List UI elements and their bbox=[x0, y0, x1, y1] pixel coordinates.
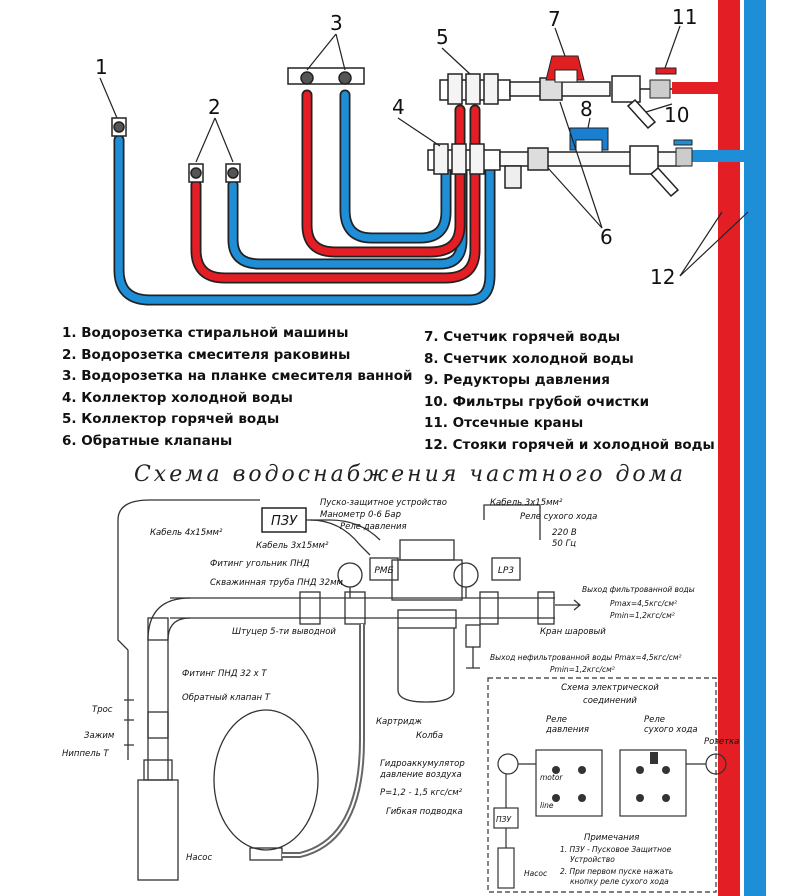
callout-6: 6 bbox=[600, 225, 613, 249]
vyhod-nefiltr-label: Выход нефильтрованной воды Рmax=4,5кгс/с… bbox=[490, 653, 682, 662]
callout-2: 2 bbox=[208, 95, 221, 119]
cable-top-label: Кабель 3x15мм² bbox=[490, 498, 563, 508]
legend-item-7: 7. Счетчик горячей воды bbox=[424, 329, 621, 345]
elec-rele-davl-2: давления bbox=[545, 725, 589, 735]
legend-item-4: 4. Коллектор холодной воды bbox=[62, 389, 293, 406]
callout-1: 1 bbox=[95, 55, 108, 79]
cold-shutoff-valve bbox=[673, 139, 693, 167]
legend-item-9: 9. Редукторы давления bbox=[424, 372, 610, 389]
coarse-filter bbox=[626, 98, 680, 198]
elec-rozetka: Розетка bbox=[704, 737, 739, 747]
elec-note-2: 2. При первом пуске нажать bbox=[560, 867, 673, 876]
elec-pzu: ПЗУ bbox=[496, 815, 511, 824]
callout-12: 12 bbox=[650, 265, 675, 289]
elec-title-1: Схема электрической bbox=[561, 683, 659, 693]
tros-label: Трос bbox=[92, 705, 113, 715]
kran-label: Кран шаровый bbox=[540, 627, 606, 637]
cold-feed-pipe bbox=[690, 150, 746, 162]
callout-8: 8 bbox=[580, 97, 593, 121]
legend-item-10: 10. Фильтры грубой очистки bbox=[424, 393, 650, 410]
legend-item-3: 3. Водорозетка на планке смесителя ванно… bbox=[62, 368, 413, 385]
outlet-hoses bbox=[113, 89, 496, 306]
manometer-label: Манометр 0-6 Бар bbox=[320, 510, 401, 520]
callout-4: 4 bbox=[392, 95, 405, 119]
elec-nasos: Насос bbox=[524, 869, 548, 878]
nasos-label: Насос bbox=[186, 853, 212, 863]
cold-meter bbox=[569, 127, 609, 153]
rele-sukh-label: Реле сухого хода bbox=[520, 512, 597, 522]
electric-scheme: Схема электрической соединений Реле давл… bbox=[487, 677, 739, 893]
zazhim-label: Зажим bbox=[84, 731, 115, 741]
rmb-label: РМБ bbox=[374, 566, 393, 576]
fiting-pnd-label: Фитинг ПНД 32 x Т bbox=[182, 669, 267, 679]
diagram-title: Схема водоснабжения частного дома bbox=[133, 462, 687, 487]
elec-rele-sukh-2: сухого хода bbox=[644, 725, 698, 735]
elec-notes-title: Примечания bbox=[584, 833, 639, 843]
hot-shutoff-valve bbox=[649, 67, 677, 99]
pzu-box: ПЗУ bbox=[261, 507, 307, 533]
p12-label: Р=1,2 - 1,5 кгс/см² bbox=[380, 788, 463, 798]
elec-note-1: 1. ПЗУ - Пусковое Защитное bbox=[560, 845, 672, 854]
davlenie-label: давление воздуха bbox=[379, 770, 462, 780]
hz50-label: 50 Гц bbox=[552, 539, 576, 549]
vyhod-filtr-label: Выход фильтрованной воды bbox=[582, 585, 695, 594]
hot-riser bbox=[718, 0, 740, 896]
legend-item-8: 8. Счетчик холодной воды bbox=[424, 350, 634, 367]
pusk-label: Пуско-защитное устройство bbox=[320, 498, 447, 508]
callout-3: 3 bbox=[330, 11, 343, 35]
pmax1-label: Рmax=4,5кгс/см² bbox=[610, 599, 677, 608]
callout-numbers: 1 2 3 4 5 6 7 8 10 11 12 bbox=[95, 5, 697, 289]
skvazh-label: Скважинная труба ПНД 32мм bbox=[210, 578, 343, 588]
v220-label: 220 В bbox=[552, 528, 577, 538]
nippel-label: Ниппель Т bbox=[62, 749, 109, 759]
callout-5: 5 bbox=[436, 25, 449, 49]
pmin1-label: Рmin=1,2кгс/см² bbox=[610, 611, 675, 620]
kolba-label: Колба bbox=[416, 731, 443, 741]
elec-note-1b: Устройство bbox=[570, 855, 615, 864]
pmin2-label: Рmin=1,2кгс/см² bbox=[550, 665, 615, 674]
gibkaya-label: Гибкая подводка bbox=[386, 807, 463, 817]
elec-line: line bbox=[540, 801, 554, 810]
elec-rele-sukh-1: Реле bbox=[644, 715, 665, 725]
legend-item-11: 11. Отсечные краны bbox=[424, 415, 584, 432]
legend-item-2: 2. Водорозетка смесителя раковины bbox=[62, 346, 351, 363]
well-diagram bbox=[117, 499, 582, 881]
outlet-2-sink bbox=[188, 163, 241, 183]
cable-4x15-label: Кабель 4x15мм² bbox=[150, 528, 223, 538]
outlet-3-bath-plate bbox=[287, 67, 365, 85]
legend-item-6: 6. Обратные клапаны bbox=[62, 432, 233, 449]
legend-item-12: 12. Стояки горячей и холодной воды bbox=[424, 436, 715, 453]
cable-3x15-label: Кабель 3x15мм² bbox=[256, 541, 329, 551]
elec-motor: motor bbox=[540, 773, 563, 782]
callout-10: 10 bbox=[664, 103, 689, 127]
legend-right: 7. Счетчик горячей воды 8. Счетчик холод… bbox=[424, 327, 715, 457]
elec-rele-davl-1: Реле bbox=[546, 715, 567, 725]
elec-note-2b: кнопку реле сухого хода bbox=[570, 877, 669, 886]
elec-title-2: соединений bbox=[583, 696, 637, 706]
hot-feed-pipe bbox=[672, 82, 720, 94]
cold-riser bbox=[744, 0, 766, 896]
callout-leaders bbox=[99, 25, 749, 277]
obratny-label: Обратный клапан Т bbox=[182, 693, 271, 703]
kartridzh-label: Картридж bbox=[376, 717, 422, 727]
bottom-labels: Кабель 4x15мм² Кабель 3x15мм² Пуско-защи… bbox=[62, 498, 695, 863]
lp3-label: LP3 bbox=[498, 566, 514, 576]
legend-item-5: 5. Коллектор горячей воды bbox=[62, 411, 280, 428]
outlet-1-washing bbox=[111, 117, 127, 137]
legend-left: 1. Водорозетка стиральной машины 2. Водо… bbox=[62, 323, 412, 453]
pzu-label: ПЗУ bbox=[271, 514, 298, 529]
hot-meter bbox=[545, 55, 585, 83]
gidro-label: Гидроаккумулятор bbox=[380, 759, 465, 769]
shtucer-label: Штуцер 5-ти выводной bbox=[232, 627, 336, 637]
fiting-ugol-label: Фитинг угольник ПНД bbox=[210, 559, 310, 569]
rele-davl-label: Реле давления bbox=[340, 522, 407, 532]
legend-item-1: 1. Водорозетка стиральной машины bbox=[62, 325, 349, 341]
hot-collector bbox=[439, 73, 672, 105]
callout-11: 11 bbox=[672, 5, 697, 29]
callout-7: 7 bbox=[548, 7, 561, 31]
